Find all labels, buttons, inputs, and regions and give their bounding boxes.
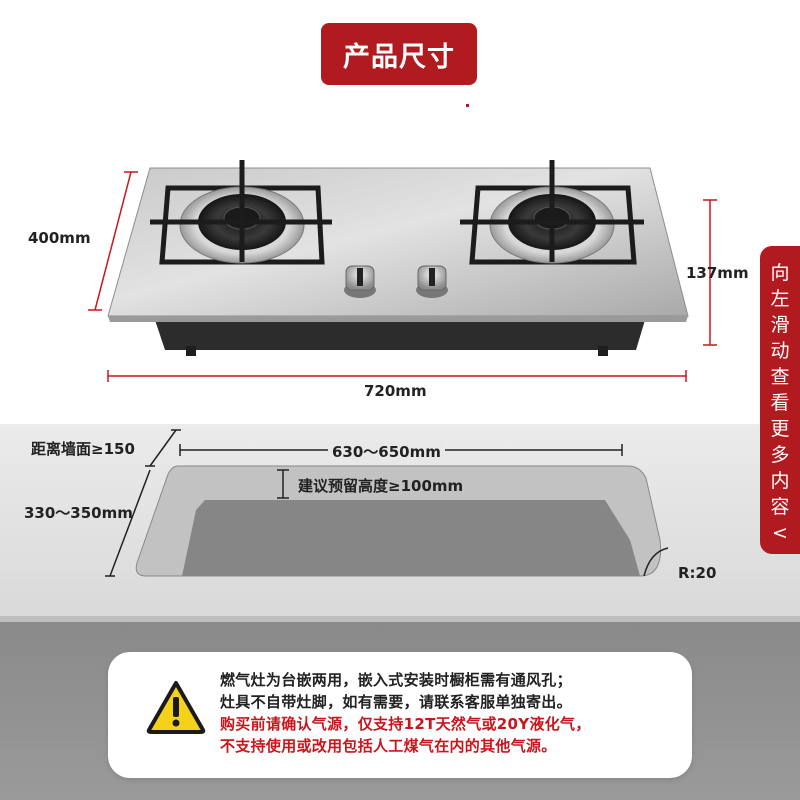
side-tab-char: 动 [770,340,790,362]
side-tab-char: 左 [770,288,790,310]
cutout-width-label: 630～650mm [328,441,445,462]
left-knob [344,265,376,298]
decorative-dot [466,104,469,107]
width-label: 720mm [364,382,427,400]
red-dimension-lines [88,171,717,382]
cutout-depth-label: 330～350mm [24,504,133,522]
note-line-gas-warning: 不支持使用或改用包括人工煤气在内的其他气源。 [220,737,557,755]
cooktop-body [155,320,645,350]
side-tab-char: 更 [770,418,790,440]
wall-distance-label: 距离墙面≥150 [31,440,135,458]
cutout-inner [182,500,640,576]
side-tab-char: 看 [770,392,790,414]
height-label: 137mm [686,264,749,282]
installation-notes-card [108,652,692,778]
corner-radius-arc [643,547,669,577]
right-burner [460,160,644,265]
swipe-more-tab[interactable]: 向 左 滑 动 查 看 更 多 内 容 < [760,246,800,554]
side-tab-char: 滑 [770,314,790,336]
corner-radius-label: R:20 [678,564,717,582]
side-tab-char: 多 [770,444,790,466]
notes-text: 燃气灶为台嵌两用，嵌入式安装时橱柜需有通风孔； 灶具不自带灶脚，如有需要，请联系… [220,669,680,757]
note-line-gas-type: 购买前请确认气源，仅支持12T天然气或20Y液化气， [220,715,591,733]
side-tab-char: 查 [770,366,790,388]
side-tab-char: 容 [770,496,790,518]
note-line-ventilation: 燃气灶为台嵌两用，嵌入式安装时橱柜需有通风孔； [220,671,572,689]
page-title: 产品尺寸 [321,23,477,85]
side-tab-chevron-icon: < [772,522,788,544]
warning-triangle-icon [146,681,206,734]
reserved-height-label: 建议预留高度≥100mm [298,477,464,495]
note-line-feet: 灶具不自带灶脚，如有需要，请联系客服单独寄出。 [220,693,572,711]
side-tab-char: 内 [770,470,790,492]
left-burner [150,160,332,265]
right-knob [416,265,448,298]
side-tab-char: 向 [770,262,790,284]
depth-label: 400mm [28,229,91,247]
